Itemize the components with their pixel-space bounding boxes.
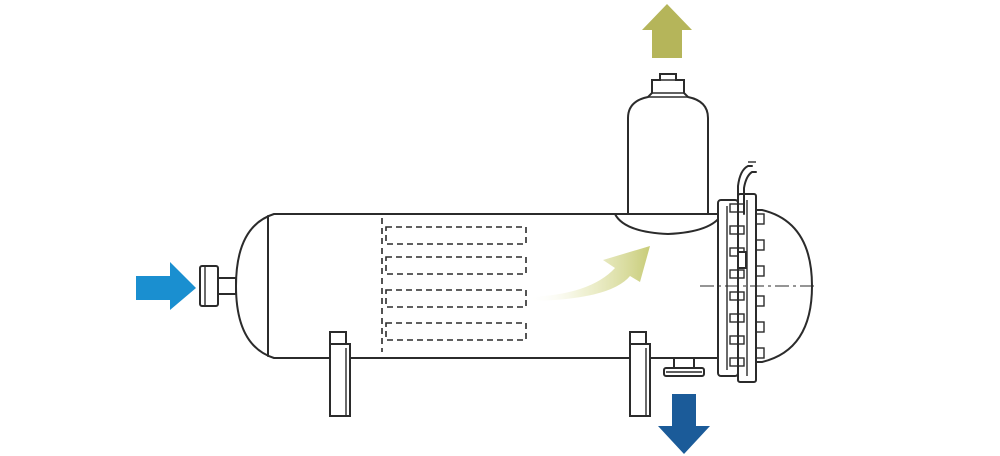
vapor-dome — [627, 73, 709, 216]
dome-saddle — [613, 213, 724, 236]
liquid-outlet-nozzle — [663, 357, 705, 377]
arrow-right-icon — [136, 262, 196, 310]
curved-flow-arrow-icon — [528, 246, 650, 301]
support-legs — [329, 331, 651, 417]
tube-bundle — [381, 218, 527, 352]
vessel-shell — [199, 213, 729, 359]
channel-head — [717, 161, 814, 383]
arrow-down-icon — [658, 394, 710, 454]
arrow-up-icon — [642, 4, 692, 58]
